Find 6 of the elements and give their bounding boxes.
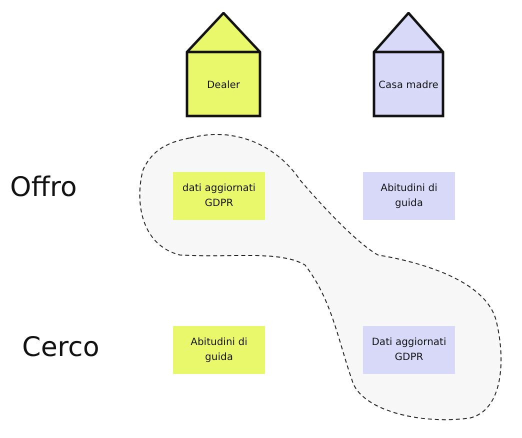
sticky-note: Abitudini di guida [363, 172, 455, 220]
sticky-note: Abitudini di guida [173, 326, 265, 374]
sticky-note: dati aggiornati GDPR [173, 172, 265, 220]
row-label: Offro [10, 172, 77, 203]
row-label: Cerco [22, 332, 100, 363]
sticky-note: Dati aggiornati GDPR [363, 326, 455, 374]
